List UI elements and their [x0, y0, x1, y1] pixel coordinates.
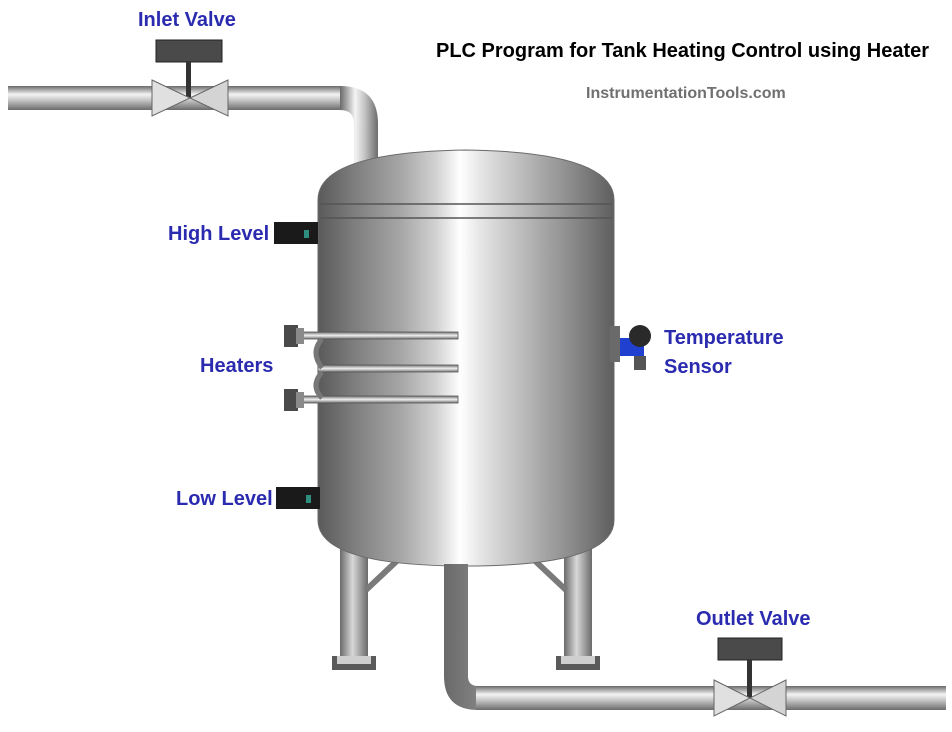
outlet-pipe: [444, 564, 946, 710]
sensor-label: Sensor: [664, 356, 732, 378]
heater-elements: [284, 325, 459, 411]
low-level-switch: [276, 487, 320, 509]
high-level-label: High Level: [168, 223, 270, 245]
tank: [317, 149, 615, 567]
tank-legs: [332, 540, 600, 670]
low-level-label: Low Level: [176, 488, 273, 510]
inlet-pipe: [8, 86, 378, 172]
high-level-switch: [274, 222, 318, 244]
website-label: InstrumentationTools.com: [586, 85, 786, 102]
page-title: PLC Program for Tank Heating Control usi…: [436, 40, 930, 62]
outlet-valve[interactable]: [713, 637, 787, 717]
temperature-label: Temperature: [664, 327, 784, 349]
outlet-valve-label: Outlet Valve: [696, 608, 811, 630]
inlet-valve-label: Inlet Valve: [138, 9, 236, 31]
temperature-sensor: [610, 325, 651, 370]
inlet-valve[interactable]: [151, 39, 229, 117]
heaters-label: Heaters: [200, 355, 274, 377]
